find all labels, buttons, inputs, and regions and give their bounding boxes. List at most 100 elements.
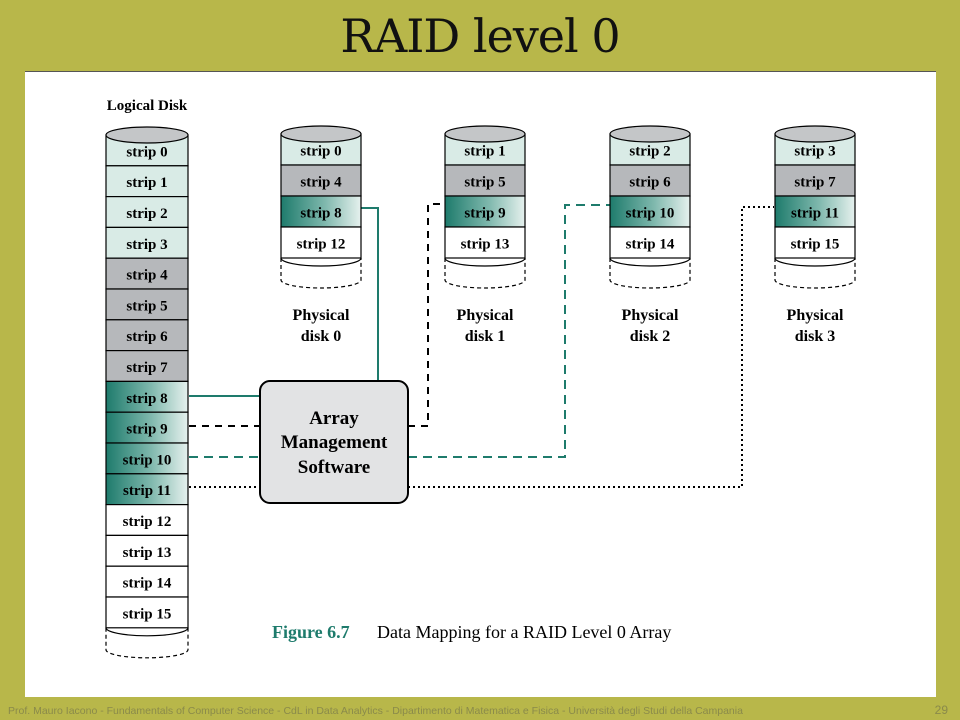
physical-disk-3-strip-3: [774, 226, 856, 259]
logical-disk-strip-13: [105, 534, 189, 567]
logical-disk-strip-6: [105, 319, 189, 352]
physical-disk-1-strip-1: [444, 164, 526, 197]
physical-disk-2-strip-label: strip 10: [626, 206, 675, 222]
physical-disk-0-strip-3: [280, 226, 362, 259]
connector-disk2: [408, 204, 610, 458]
physical-disk-3-strip-label: strip 3: [794, 144, 835, 160]
physical-disk-1-top-cap: [444, 125, 526, 143]
slide-title: RAID level 0: [340, 9, 620, 63]
logical-disk-strip-label: strip 13: [123, 545, 172, 561]
physical-disk-0: strip 0 strip 4 strip 8 strip 12 Physical dis…: [280, 125, 362, 345]
physical-disk-1: strip 1 strip 5 strip 9 strip 13 Physical dis…: [444, 125, 526, 345]
physical-disk-1-strip-label: strip 9: [464, 206, 505, 222]
physical-disks: strip 0 strip 4 strip 8 strip 12 Physical dis…: [280, 125, 856, 345]
physical-disk-0-strip-label: strip 12: [297, 237, 346, 253]
page-number: 29: [934, 703, 948, 717]
physical-disk-2-strip-label: strip 2: [629, 144, 670, 160]
physical-disk-2-strip-label: strip 14: [626, 237, 675, 253]
logical-disk-strip-label: strip 3: [126, 237, 167, 253]
software-line-3: Software: [298, 457, 370, 478]
logical-disk-strip-label: strip 4: [126, 268, 168, 284]
logical-disk-strip-3: [105, 226, 189, 259]
physical-disk-2-top-cap: [609, 125, 691, 143]
physical-disk-label-line1: Physical: [293, 307, 350, 324]
connector-disk3: [408, 206, 774, 488]
physical-disk-3-top-cap: [774, 125, 856, 143]
physical-disk-1-base-arc: [444, 257, 526, 267]
logical-disk-strip-label: strip 6: [126, 329, 168, 345]
physical-disk-label-line2: disk 3: [795, 328, 835, 345]
physical-disk-label-line2: disk 2: [630, 328, 670, 345]
software-line-1: Array: [309, 408, 359, 429]
logical-disk-strip-label: strip 9: [126, 422, 167, 438]
software-box: [259, 380, 409, 504]
software-line-2: Management: [281, 432, 388, 453]
logical-disk-strip-label: strip 11: [123, 483, 171, 499]
logical-disk-dashed-base: [105, 627, 189, 659]
physical-disk-1-strip-3: [444, 226, 526, 259]
physical-disk-2-dashed-base: [609, 258, 691, 289]
logical-disk-strip-14: [105, 565, 189, 598]
physical-disk-2-strip-label: strip 6: [629, 175, 671, 191]
logical-disk: strip 0 strip 1 strip 2 strip 3 strip 4 strip…: [105, 126, 189, 659]
physical-disk-1-strip-2: [444, 195, 526, 228]
physical-disk-0-dashed-base: [280, 258, 362, 289]
physical-disk-0-strip-label: strip 4: [300, 175, 342, 191]
logical-disk-strip-label: strip 7: [126, 360, 168, 376]
physical-disk-2-base-arc: [609, 257, 691, 267]
physical-disk-1-dashed-base: [444, 258, 526, 289]
logical-disk-strip-2: [105, 196, 189, 229]
logical-disk-strip-10: [105, 442, 189, 475]
logical-disk-strip-label: strip 2: [126, 206, 167, 222]
logical-disk-top-cap: [105, 126, 189, 144]
logical-disk-strip-label: strip 12: [123, 514, 172, 530]
physical-disk-0-strip-label: strip 0: [300, 144, 341, 160]
title-divider: [25, 71, 936, 72]
logical-disk-strip-label: strip 8: [126, 391, 167, 407]
physical-disk-label-line2: disk 0: [301, 328, 341, 345]
physical-disk-label-line2: disk 1: [465, 328, 505, 345]
connector-disk1: [408, 203, 446, 427]
array-management-software: Array Management Software: [259, 380, 409, 504]
logical-disk-strip-7: [105, 350, 189, 383]
physical-disk-1-strip-label: strip 5: [464, 175, 505, 191]
physical-disk-3-strip-label: strip 7: [794, 175, 836, 191]
logical-disk-strip-label: strip 10: [123, 452, 172, 468]
logical-disk-strip-label: strip 1: [126, 175, 167, 191]
slide-footer: Prof. Mauro Iacono - Fundamentals of Com…: [8, 705, 743, 717]
physical-disk-1-strip-label: strip 13: [461, 237, 510, 253]
physical-disk-2-strip-2: [609, 195, 691, 228]
logical-disk-strip-label: strip 14: [123, 576, 172, 592]
physical-disk-2-strip-3: [609, 226, 691, 259]
physical-disk-label-line1: Physical: [787, 307, 844, 324]
figure-caption: Data Mapping for a RAID Level 0 Array: [377, 622, 671, 642]
logical-disk-strip-1: [105, 165, 189, 198]
figure-label: Figure 6.7: [272, 622, 350, 642]
logical-disk-strip-label: strip 0: [126, 144, 167, 160]
connector-disk0: [361, 207, 379, 380]
logical-disk-strip-4: [105, 257, 189, 290]
logical-disk-strip-15: [105, 596, 189, 629]
physical-disk-0-strip-2: [280, 195, 362, 228]
logical-disk-strip-8: [105, 380, 189, 413]
physical-disk-3-strip-label: strip 15: [791, 237, 840, 253]
logical-disk-strip-label: strip 15: [123, 606, 172, 622]
connection-lines: [189, 203, 774, 488]
physical-disk-0-base-arc: [280, 257, 362, 267]
logical-disk-base-arc: [105, 627, 189, 637]
logical-disk-strip-11: [105, 473, 189, 506]
physical-disk-label-line1: Physical: [622, 307, 679, 324]
physical-disk-3-dashed-base: [774, 258, 856, 289]
logical-disk-strip-12: [105, 504, 189, 537]
physical-disk-0-strip-label: strip 8: [300, 206, 341, 222]
logical-disk-strip-label: strip 5: [126, 298, 167, 314]
logical-disk-label: Logical Disk: [107, 98, 188, 114]
physical-disk-2: strip 2 strip 6 strip 10 strip 14 Physical di…: [609, 125, 691, 345]
physical-disk-label-line1: Physical: [457, 307, 514, 324]
physical-disk-3-base-arc: [774, 257, 856, 267]
logical-disk-strip-5: [105, 288, 189, 321]
physical-disk-1-strip-label: strip 1: [464, 144, 505, 160]
logical-disk-strip-9: [105, 411, 189, 444]
